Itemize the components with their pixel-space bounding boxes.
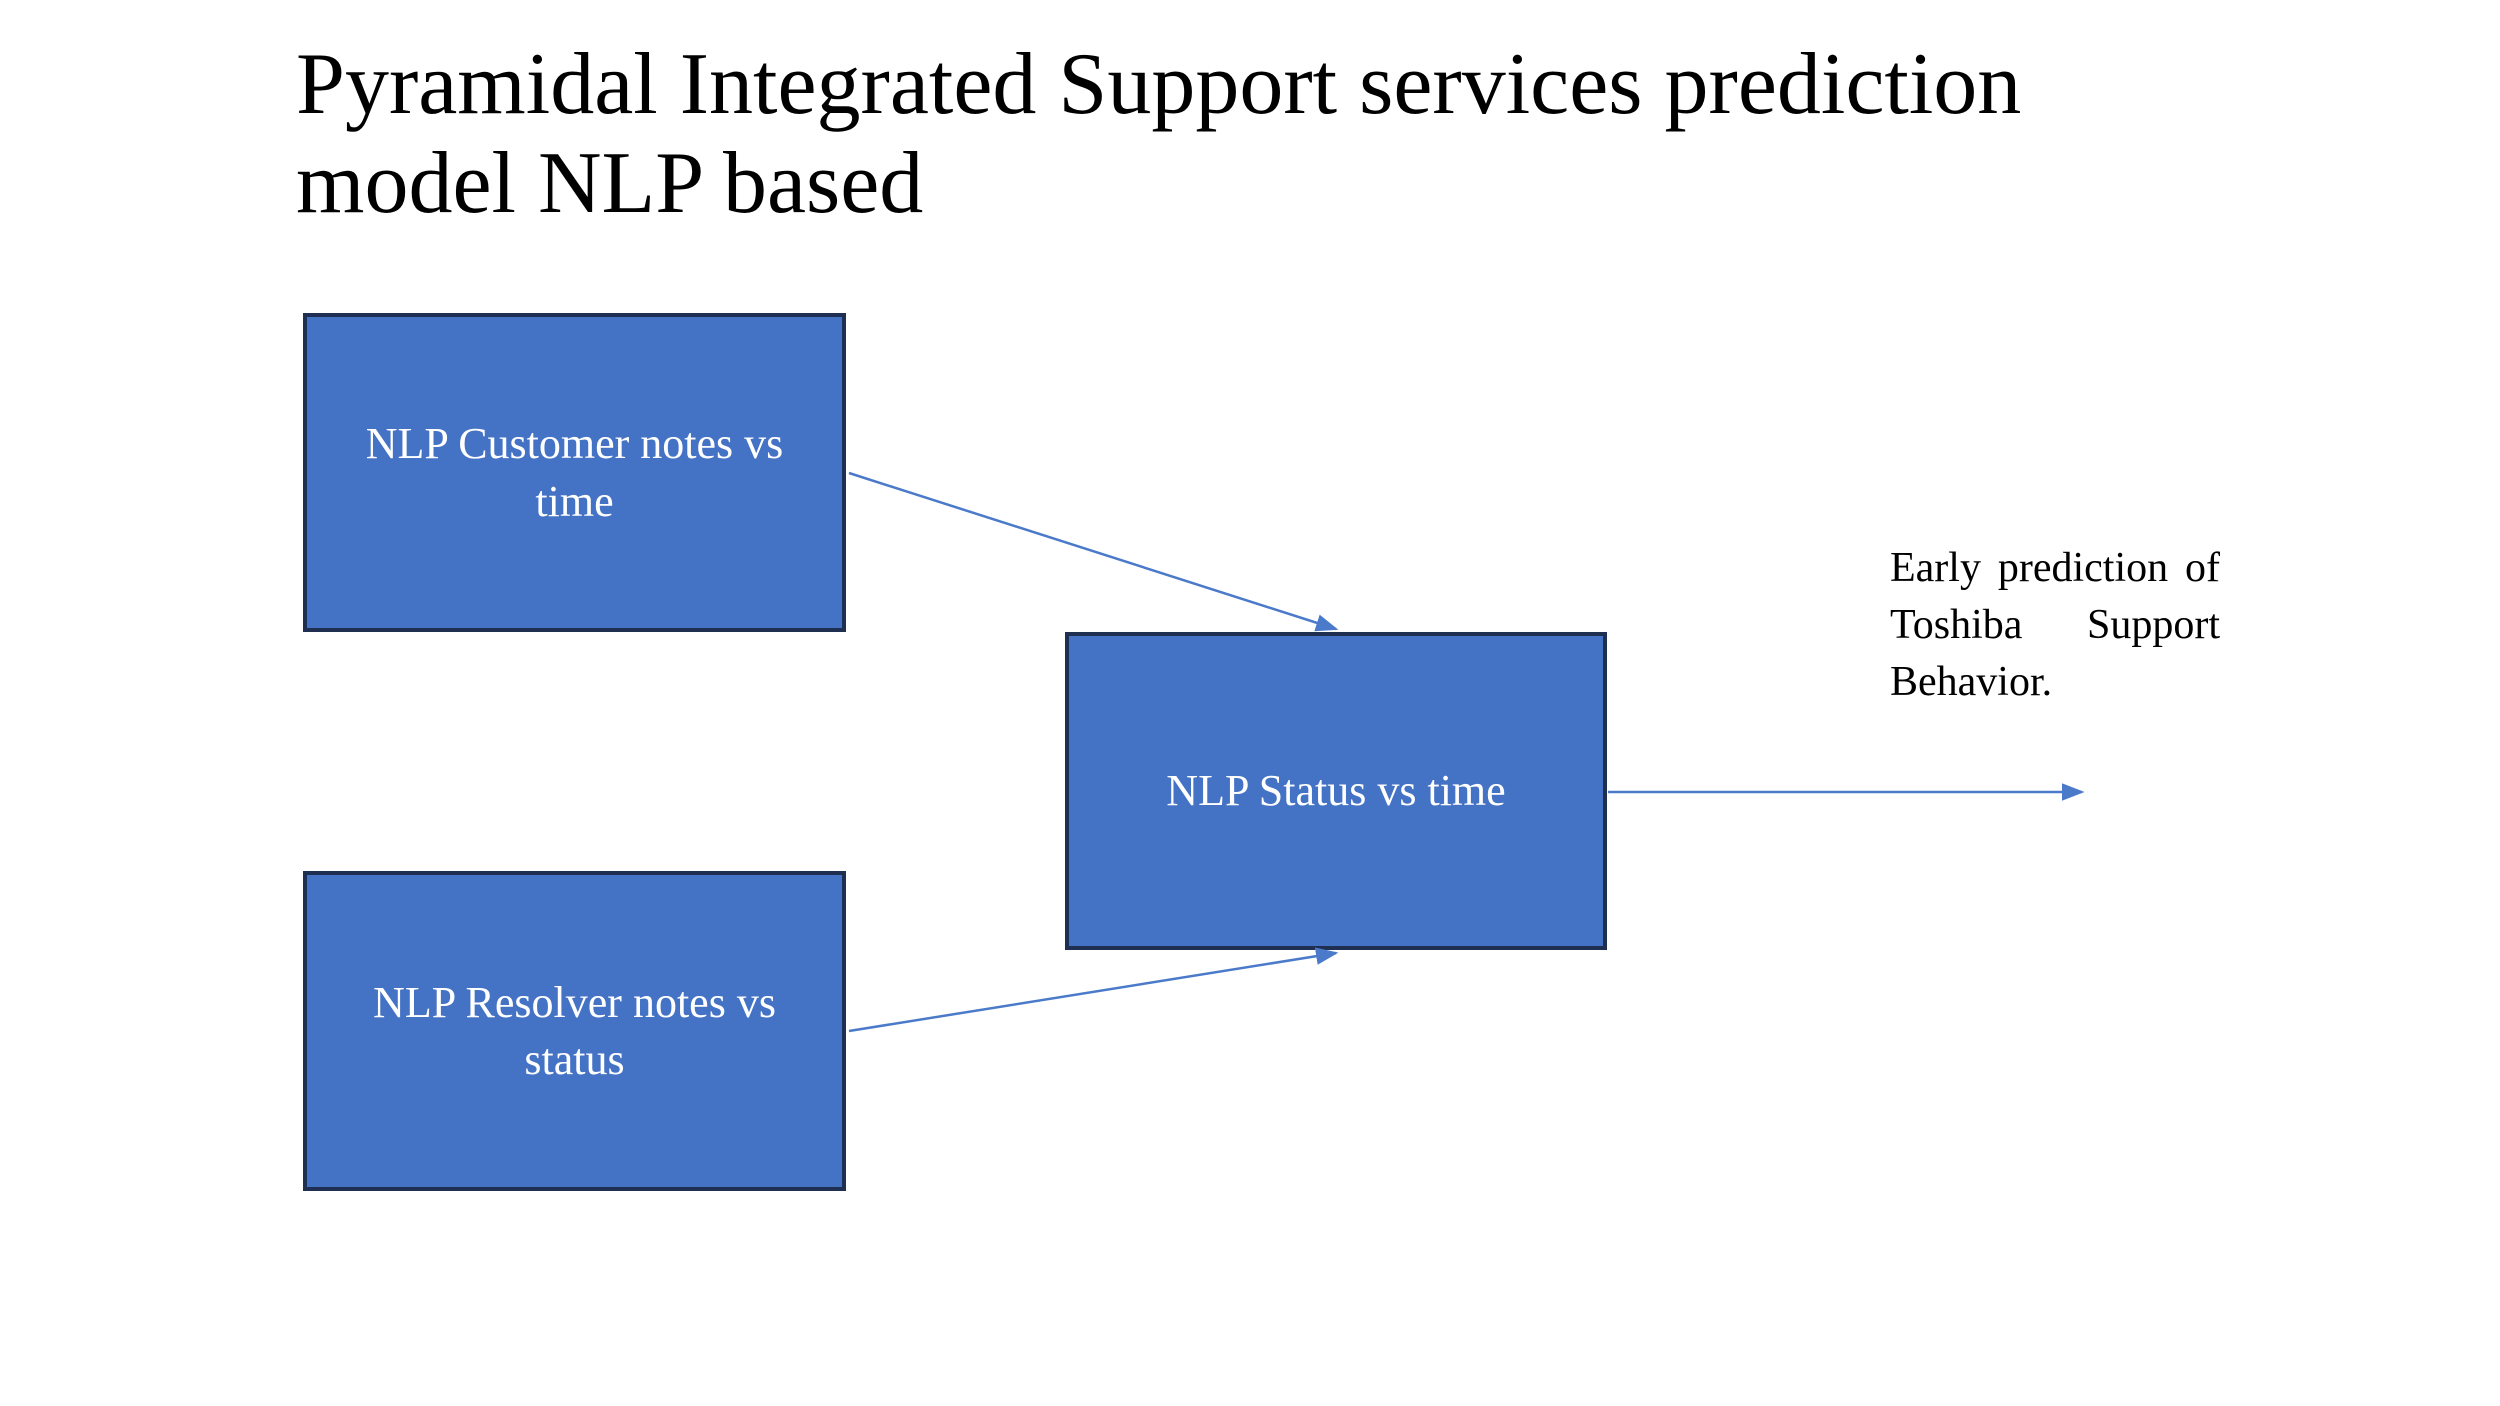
node-customer-notes: NLP Customer notes vs time xyxy=(303,313,846,632)
node-status-time-label: NLP Status vs time xyxy=(1166,766,1506,816)
annotation-early-prediction: Early prediction of Toshiba Support Beha… xyxy=(1890,545,2220,706)
node-customer-notes-label: NLP Customer notes vs time xyxy=(365,419,784,526)
connector-resolver-to-status xyxy=(848,947,1339,1033)
node-status-time: NLP Status vs time xyxy=(1065,632,1607,950)
connector-customer-to-status xyxy=(848,471,1339,632)
node-resolver-notes-label: NLP Resolver notes vs status xyxy=(373,977,776,1084)
slide-title: Pyramidal Integrated Support services pr… xyxy=(296,36,2022,232)
node-resolver-notes: NLP Resolver notes vs status xyxy=(303,871,846,1191)
